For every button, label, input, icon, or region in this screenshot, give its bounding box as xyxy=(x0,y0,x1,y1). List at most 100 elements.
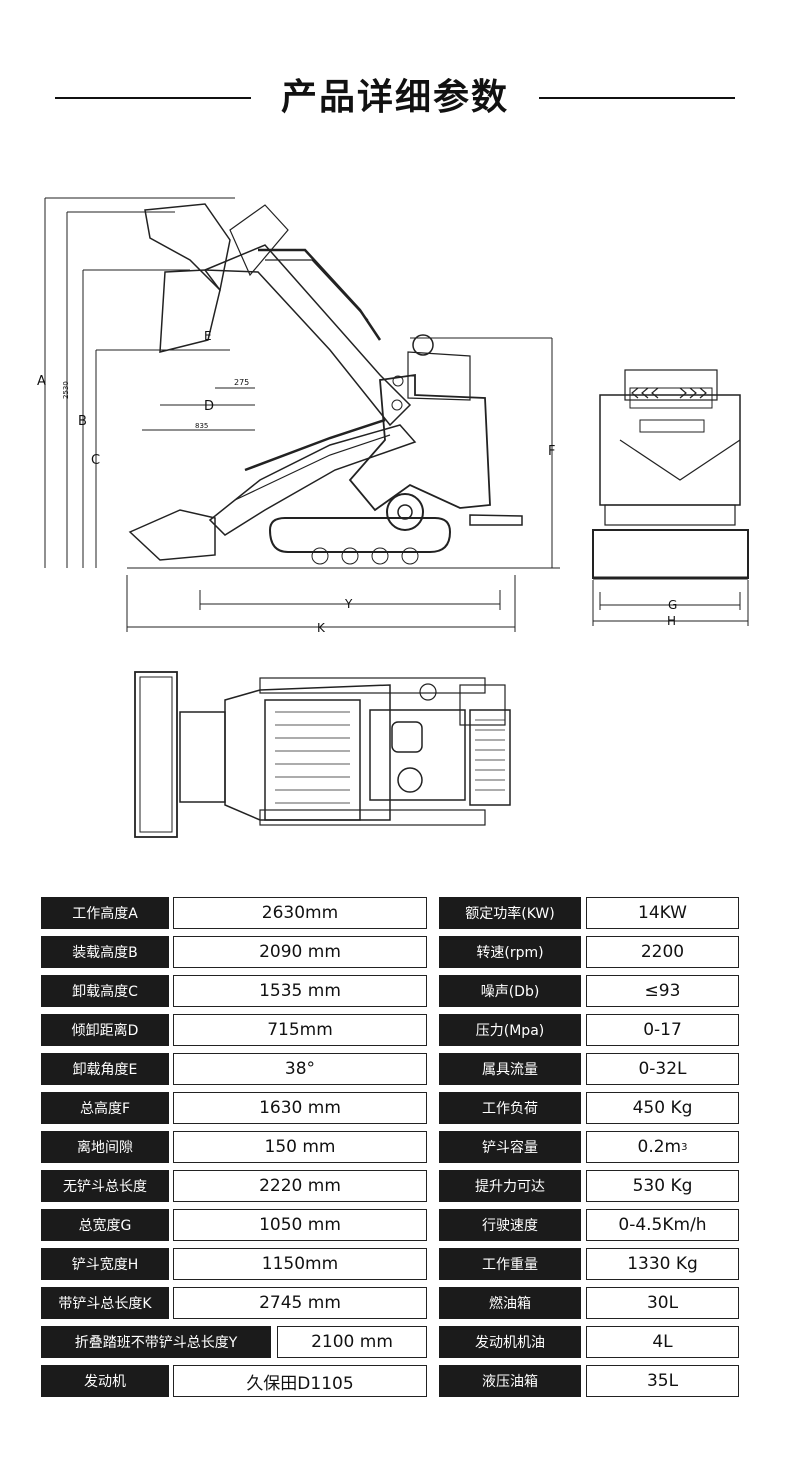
spec-label: 发动机机油 xyxy=(439,1326,581,1358)
spec-label: 装载高度B xyxy=(41,936,169,968)
label-h: H xyxy=(667,614,676,628)
label-c: C xyxy=(91,453,100,468)
spec-label: 总高度F xyxy=(41,1092,169,1124)
bucket-lowered xyxy=(128,509,216,561)
spec-label: 液压油箱 xyxy=(439,1365,581,1397)
spec-value: 530 Kg xyxy=(586,1170,739,1202)
spec-value: 0-32L xyxy=(586,1053,739,1085)
spec-label: 工作负荷 xyxy=(439,1092,581,1124)
spec-value: 1535 mm xyxy=(173,975,427,1007)
spec-label: 总宽度G xyxy=(41,1209,169,1241)
label-g: G xyxy=(668,598,677,612)
spec-label: 卸载高度C xyxy=(41,975,169,1007)
spec-value: 2100 mm xyxy=(277,1326,427,1358)
spec-row: 无铲斗总长度 2220 mm 提升力可达 530 Kg xyxy=(41,1170,739,1202)
spec-value: 715mm xyxy=(173,1014,427,1046)
spec-value: 14KW xyxy=(586,897,739,929)
page-header: 产品详细参数 xyxy=(0,62,790,122)
label-a: A xyxy=(37,374,46,389)
spec-row: 卸载高度C 1535 mm 噪声(Db) ≤93 xyxy=(41,975,739,1007)
spec-value: 0-4.5Km/h xyxy=(586,1209,739,1241)
spec-value: 2220 mm xyxy=(173,1170,427,1202)
spec-value: 0-17 xyxy=(586,1014,739,1046)
top-view-arms xyxy=(224,684,391,821)
drive-sprocket xyxy=(386,493,424,531)
front-view-body xyxy=(599,394,741,506)
spec-value: 2630mm xyxy=(173,897,427,929)
label-e: E xyxy=(204,329,212,343)
spec-label: 倾卸距离D xyxy=(41,1014,169,1046)
spec-label: 行驶速度 xyxy=(439,1209,581,1241)
spec-label: 属具流量 xyxy=(439,1053,581,1085)
spec-label: 无铲斗总长度 xyxy=(41,1170,169,1202)
spec-label: 工作高度A xyxy=(41,897,169,929)
top-view-step xyxy=(469,709,511,806)
spec-value: 2745 mm xyxy=(173,1287,427,1319)
lift-arm-raised xyxy=(204,244,412,427)
spec-value: 1150mm xyxy=(173,1248,427,1280)
spec-value-text: 0.2m xyxy=(637,1137,682,1157)
spec-value: 1050 mm xyxy=(173,1209,427,1241)
spec-value: 30L xyxy=(586,1287,739,1319)
number-835: 835 xyxy=(195,422,208,430)
front-view-bucket xyxy=(592,529,749,579)
machine-body xyxy=(348,373,491,512)
spec-row: 总高度F 1630 mm 工作负荷 450 Kg xyxy=(41,1092,739,1124)
spec-row: 卸载角度E 38° 属具流量 0-32L xyxy=(41,1053,739,1085)
spec-value-superscript: 3 xyxy=(681,1141,688,1153)
page-title: 产品详细参数 xyxy=(280,77,509,118)
header-rule-right xyxy=(539,97,735,99)
number-275: 275 xyxy=(234,378,249,387)
lift-arm-lowered xyxy=(208,424,417,536)
spec-label: 离地间隙 xyxy=(41,1131,169,1163)
spec-label: 额定功率(KW) xyxy=(439,897,581,929)
spec-label: 折叠踏班不带铲斗总长度Y xyxy=(41,1326,271,1358)
track xyxy=(268,517,452,553)
label-k: K xyxy=(317,621,326,635)
bucket-raised-top xyxy=(144,203,231,292)
spec-label: 转速(rpm) xyxy=(439,936,581,968)
spec-label: 铲斗宽度H xyxy=(41,1248,169,1280)
spec-label: 噪声(Db) xyxy=(439,975,581,1007)
spec-value: ≤93 xyxy=(586,975,739,1007)
spec-label: 带铲斗总长度K xyxy=(41,1287,169,1319)
spec-value: 1630 mm xyxy=(173,1092,427,1124)
spec-value: 1330 Kg xyxy=(586,1248,739,1280)
spec-label: 工作重量 xyxy=(439,1248,581,1280)
drawing-svg: A 2530 B C E 275 D 835 F Y K G H xyxy=(37,197,749,838)
spec-value: 2200 xyxy=(586,936,739,968)
spec-row: 装载高度B 2090 mm 转速(rpm) 2200 xyxy=(41,936,739,968)
spec-value: 久保田D1105 xyxy=(173,1365,427,1397)
spec-value: 2090 mm xyxy=(173,936,427,968)
spec-row: 发动机 久保田D1105 液压油箱 35L xyxy=(41,1365,739,1397)
step-platform xyxy=(469,514,523,526)
spec-label: 燃油箱 xyxy=(439,1287,581,1319)
spec-label: 提升力可达 xyxy=(439,1170,581,1202)
spec-row: 折叠踏班不带铲斗总长度Y 2100 mm 发动机机油 4L xyxy=(41,1326,739,1358)
spec-value: 35L xyxy=(586,1365,739,1397)
label-y: Y xyxy=(344,597,353,611)
bucket-raised-mid xyxy=(159,269,221,353)
label-b: B xyxy=(78,414,87,429)
label-f: F xyxy=(548,444,555,459)
spec-row: 倾卸距离D 715mm 压力(Mpa) 0-17 xyxy=(41,1014,739,1046)
spec-value: 38° xyxy=(173,1053,427,1085)
number-2530: 2530 xyxy=(62,381,70,399)
spec-label: 铲斗容量 xyxy=(439,1131,581,1163)
top-view-bucket xyxy=(134,671,178,838)
spec-label: 压力(Mpa) xyxy=(439,1014,581,1046)
spec-label: 发动机 xyxy=(41,1365,169,1397)
spec-row: 带铲斗总长度K 2745 mm 燃油箱 30L xyxy=(41,1287,739,1319)
technical-drawing: A 2530 B C E 275 D 835 F Y K G H xyxy=(30,180,770,860)
spec-row: 工作高度A 2630mm 额定功率(KW) 14KW xyxy=(41,897,739,929)
top-view-operator xyxy=(369,709,466,801)
spec-label: 卸载角度E xyxy=(41,1053,169,1085)
spec-row: 铲斗宽度H 1150mm 工作重量 1330 Kg xyxy=(41,1248,739,1280)
header-rule-left xyxy=(55,97,251,99)
spec-value: 150 mm xyxy=(173,1131,427,1163)
spec-value: 450 Kg xyxy=(586,1092,739,1124)
spec-value: 4L xyxy=(586,1326,739,1358)
spec-row: 总宽度G 1050 mm 行驶速度 0-4.5Km/h xyxy=(41,1209,739,1241)
